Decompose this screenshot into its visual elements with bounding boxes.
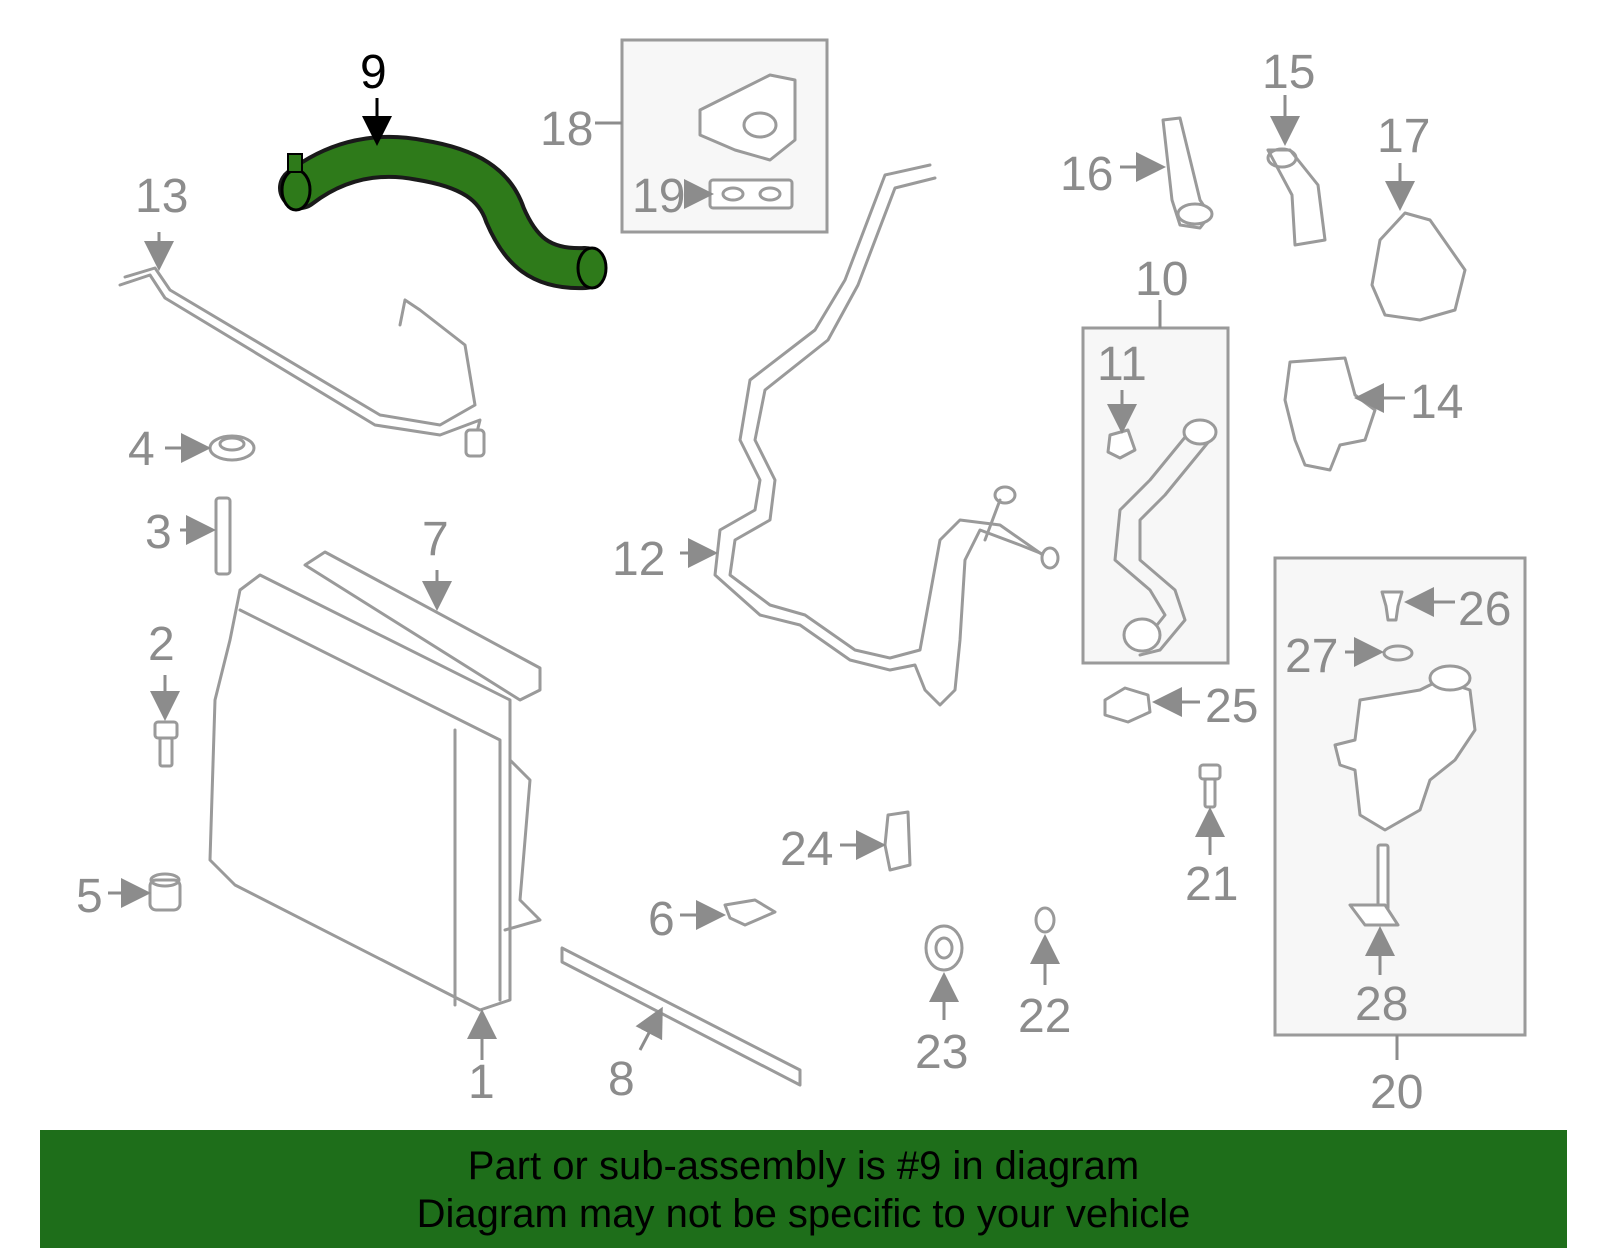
callout-5: 5 [76,870,103,923]
part-20-reservoir[interactable] [1333,664,1477,832]
callout-2: 2 [148,618,175,671]
part-18-thermostat-housing[interactable] [698,73,797,162]
part-10-hose[interactable] [1113,418,1218,657]
callout-13: 13 [135,170,188,223]
callout-12: 12 [612,533,665,586]
callout-4: 4 [128,423,155,476]
part-11-clamp[interactable] [1106,428,1137,460]
part-2-bolt[interactable] [153,720,179,768]
callout-14: 14 [1410,376,1463,429]
part-27-oring[interactable] [1382,644,1414,662]
callout-11: 11 [1097,338,1147,391]
callout-8-arrow [635,1006,663,1051]
part-25-nut[interactable] [1103,686,1152,724]
part-10-box [1081,326,1230,665]
callout-10: 10 [1135,253,1188,306]
part-28-sensor[interactable] [1348,843,1400,927]
part-14-valve[interactable] [1283,356,1377,472]
callout-28: 28 [1355,978,1408,1031]
part-23-bushing[interactable] [924,924,964,972]
part-21-bolt[interactable] [1198,763,1222,809]
part-3-sensor[interactable] [214,496,232,576]
part-19-gasket[interactable] [708,178,794,210]
callout-17: 17 [1377,110,1430,163]
part-13-tube[interactable] [118,266,486,458]
part-4-grommet[interactable] [208,434,256,462]
callout-27: 27 [1285,630,1338,683]
part-22-screw[interactable] [1034,906,1056,934]
callout-18: 18 [540,103,593,156]
callout-8: 8 [608,1053,635,1106]
callout-16: 16 [1060,148,1113,201]
part-5-mount[interactable] [148,872,182,912]
footer-line-2: Diagram may not be specific to your vehi… [416,1192,1191,1236]
part-15-hose[interactable] [1266,147,1327,247]
callout-20: 20 [1370,1066,1423,1119]
part-1-radiator[interactable] [208,573,542,1012]
part-17-cover[interactable] [1370,211,1467,322]
part-12-hose[interactable] [713,163,1060,707]
callout-3: 3 [145,506,172,559]
callout-15: 15 [1262,46,1315,99]
footer-banner: Part or sub-assembly is #9 in diagram Di… [40,1130,1567,1248]
callout-23: 23 [915,1026,968,1079]
part-9-radiator-hose[interactable] [278,134,608,291]
callout-25: 25 [1205,680,1258,733]
callout-9: 9 [360,46,387,99]
callout-19: 19 [632,170,685,223]
part-16-hose[interactable] [1161,116,1214,230]
footer-line-1: Part or sub-assembly is #9 in diagram [467,1144,1140,1188]
callout-6: 6 [648,893,675,946]
callout-22: 22 [1018,990,1071,1043]
callout-21: 21 [1185,858,1238,911]
callout-1: 1 [468,1056,495,1109]
callout-7: 7 [422,513,449,566]
part-7-seal[interactable] [303,550,542,702]
callout-26: 26 [1458,583,1511,636]
part-24-clip[interactable] [883,810,912,872]
part-26-plug[interactable] [1380,590,1404,622]
part-8-strip[interactable] [560,946,802,1087]
callout-24: 24 [780,823,833,876]
part-6-clip[interactable] [723,898,777,927]
